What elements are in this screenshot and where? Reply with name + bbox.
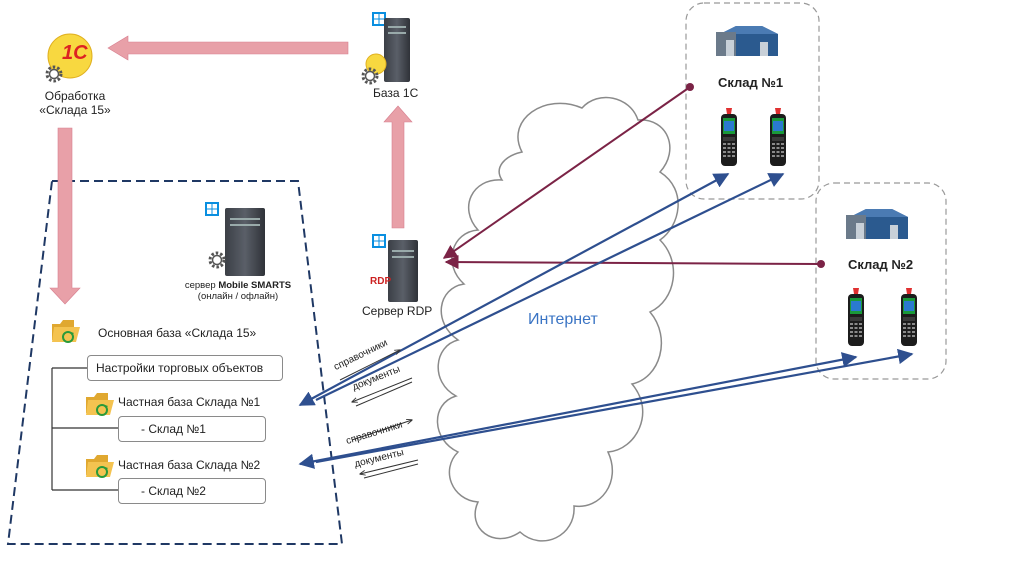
link-private2-scanner2b (315, 348, 914, 464)
ms-caption-line2: (онлайн / офлайн) (197, 291, 279, 302)
onec-caption: Обработка «Склада 15» (30, 89, 120, 117)
warehouse1-region (685, 2, 820, 200)
internet-label: Интернет (528, 311, 598, 328)
onec-logo-icon (45, 33, 93, 83)
dot-warehouse1 (686, 83, 694, 91)
tree-lines (51, 367, 120, 491)
store1-box: - Склад №1 (118, 416, 266, 442)
mini-arrow-ref2 (351, 420, 412, 441)
private2-label: Частная база Склада №2 (118, 458, 261, 472)
base1c-server-icon (361, 12, 410, 85)
arrow-onec-to-region (49, 127, 81, 305)
private2-folder-icon (85, 454, 115, 478)
ms-caption-brand: Mobile SMARTS (218, 280, 292, 291)
scanner-1a-icon (721, 108, 737, 166)
mini-arrow-docs1b (355, 381, 413, 407)
mobile-smarts-server-icon (205, 202, 265, 276)
onec-caption-line2: «Склада 15» (39, 103, 111, 117)
flow-1c-arrows (49, 35, 413, 305)
rdp-server-icon (372, 234, 418, 302)
arrow-rdp-to-base1c (383, 105, 413, 229)
store2-box: - Склад №2 (118, 478, 266, 504)
warehouse2-building-icon (846, 209, 908, 239)
settings-box: Настройки торговых объектов (87, 355, 283, 381)
mini-arrow-ref1 (339, 350, 400, 381)
rdp-badge: RDP (370, 276, 392, 287)
base1c-label: База 1С (373, 86, 419, 100)
warehouse1-building-icon (716, 26, 778, 56)
ms-caption-prefix: сервер (184, 280, 219, 291)
warehouse1-label: Склад №1 (718, 75, 784, 90)
onec-caption-line1: Обработка (44, 89, 106, 103)
main-base-folder-icon (51, 319, 81, 343)
link-private2-scanner2a (298, 352, 858, 469)
arrow-base1c-to-onec (107, 35, 349, 61)
ms-server-caption: сервер Mobile SMARTS (онлайн / офлайн) (178, 280, 298, 302)
main-base-label: Основная база «Склада 15» (98, 326, 257, 340)
scanner-1b-icon (770, 108, 786, 166)
mobile-smarts-region (6, 180, 344, 545)
warehouse2-region (815, 182, 947, 380)
onec-logo-text: 1C (62, 42, 88, 64)
mini-arrow-docs2a (360, 459, 419, 474)
private1-folder-icon (85, 392, 115, 416)
mini-arrow-docs2b (363, 463, 419, 479)
scanner-2a-icon (848, 288, 864, 346)
rdp-label: Сервер RDP (362, 304, 433, 318)
warehouse2-label: Склад №2 (848, 257, 914, 272)
mini-arrow-docs1a (352, 377, 413, 402)
scanner-2b-icon (901, 288, 917, 346)
dot-warehouse2 (817, 260, 825, 268)
private1-label: Частная база Склада №1 (118, 395, 261, 409)
